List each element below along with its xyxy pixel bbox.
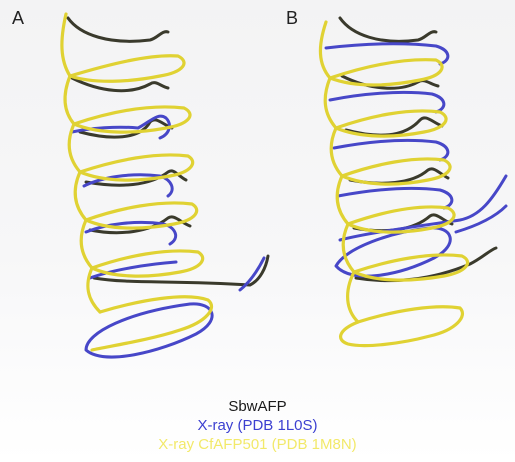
panel-label-b: B [286, 8, 298, 29]
legend-xray-1l0s: X-ray (PDB 1L0S) [0, 416, 515, 435]
panel-b-cfafp501-trace [320, 22, 467, 346]
legend-sbwafp: SbwAFP [0, 397, 515, 416]
panel-a-cfafp501-trace [62, 14, 212, 350]
legend-xray-cfafp501: X-ray CfAFP501 (PDB 1M8N) [0, 435, 515, 454]
panel-a-helix [62, 14, 268, 357]
panel-b-sbwafp-trace [340, 18, 496, 281]
panel-a-sbwafp-trace [68, 18, 268, 285]
panel-a-xray-1l0s-trace [72, 116, 264, 357]
panel-label-a: A [12, 8, 24, 29]
panel-b-helix [320, 18, 506, 346]
